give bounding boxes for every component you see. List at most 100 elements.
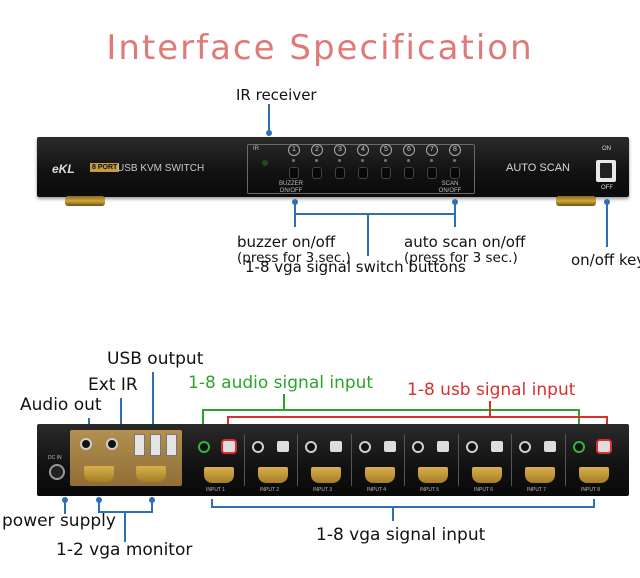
switch-leader — [367, 214, 369, 256]
vga-monitor-label: 1-2 vga monitor — [56, 540, 193, 560]
audio-input-jack-6 — [466, 441, 478, 453]
buzzer-label-line2: (press for 3 sec.) — [237, 250, 351, 266]
usb-bracket — [227, 416, 608, 418]
input-tag-4: INPUT 4 — [367, 487, 387, 493]
usb-stem — [489, 401, 491, 417]
input-separator-4 — [404, 434, 405, 486]
switch-button-number-3: 3 — [334, 144, 346, 156]
usb-output-port-2 — [150, 434, 161, 456]
switch-button-5[interactable] — [381, 167, 391, 179]
audio-out-jack — [80, 438, 92, 450]
vga-input-label: 1-8 vga signal input — [316, 525, 486, 545]
scan-tag: SCAN ON/OFF — [438, 181, 462, 194]
usb-input-port-4 — [384, 441, 396, 452]
dc-jack — [49, 464, 65, 480]
port-badge: 8 PORT — [90, 163, 120, 172]
switch-led-8 — [453, 159, 456, 162]
input-separator-7 — [565, 434, 566, 486]
ir-sensor — [262, 160, 268, 166]
usb-input-port-8 — [598, 441, 610, 452]
switch-button-2[interactable] — [312, 167, 322, 179]
usb-input-port-7 — [544, 441, 556, 452]
switch-led-7 — [430, 159, 433, 162]
autoscan-label-line2: (press for 3 sec.) — [404, 250, 518, 266]
vga-input-port-8 — [579, 467, 609, 483]
brand-logo: eKL — [52, 162, 75, 176]
vga-in-bracket — [211, 506, 595, 508]
switch-button-3[interactable] — [335, 167, 345, 179]
switch-button-8[interactable] — [450, 167, 460, 179]
ir-leader-line — [268, 104, 270, 134]
usb-input-port-1 — [223, 441, 235, 452]
input-tag-2: INPUT 2 — [260, 487, 280, 493]
input-separator-3 — [351, 434, 352, 486]
scan-dot — [452, 199, 458, 205]
audio-input-label: 1-8 audio signal input — [188, 373, 374, 393]
switch-button-1[interactable] — [289, 167, 299, 179]
input-separator-2 — [297, 434, 298, 486]
vga-in-right — [593, 499, 595, 507]
ext-ir-leader — [120, 398, 122, 428]
audio-bracket — [202, 409, 580, 411]
vga-input-port-1 — [204, 467, 234, 483]
input-tag-5: INPUT 5 — [420, 487, 440, 493]
usb-input-label: 1-8 usb signal input — [407, 380, 576, 400]
vga-input-port-2 — [258, 467, 288, 483]
switch-led-2 — [315, 159, 318, 162]
audio-input-jack-4 — [359, 441, 371, 453]
switch-led-1 — [292, 159, 295, 162]
vga-monitor-port-2 — [136, 466, 166, 482]
vga-input-port-4 — [365, 467, 395, 483]
switch-button-number-8: 8 — [449, 144, 461, 156]
buzzer-dot — [292, 199, 298, 205]
onoff-leader — [606, 203, 608, 247]
switch-button-4[interactable] — [358, 167, 368, 179]
usb-output-leader — [152, 372, 154, 428]
auto-scan-label: AUTO SCAN — [506, 162, 570, 174]
audio-input-jack-5 — [412, 441, 424, 453]
scan-leader — [454, 203, 456, 227]
audio-input-jack-3 — [305, 441, 317, 453]
power-leader — [64, 500, 66, 514]
switch-on-tag: ON — [602, 146, 611, 152]
onoff-key-label: on/off key — [571, 251, 640, 269]
buzzer-label-line1: buzzer on/off — [237, 233, 336, 251]
usb-input-port-5 — [437, 441, 449, 452]
switch-button-number-6: 6 — [403, 144, 415, 156]
audio-bracket-left — [202, 409, 204, 437]
ext-ir-jack — [106, 438, 118, 450]
vga-monitor-port-1 — [84, 466, 114, 482]
switch-button-number-4: 4 — [357, 144, 369, 156]
audio-bracket-right — [578, 409, 580, 437]
audio-input-jack-2 — [252, 441, 264, 453]
audio-input-jack-8 — [573, 441, 585, 453]
ir-tag: IR — [253, 146, 259, 152]
vga-input-port-7 — [525, 467, 555, 483]
model-name: USB KVM SWITCH — [117, 163, 205, 174]
vga-mon-leader-1 — [98, 500, 100, 512]
switch-led-5 — [384, 159, 387, 162]
kvm-front-panel — [37, 137, 629, 197]
switch-button-number-1: 1 — [288, 144, 300, 156]
front-foot-right — [556, 196, 596, 206]
input-tag-3: INPUT 3 — [313, 487, 333, 493]
switch-button-number-5: 5 — [380, 144, 392, 156]
usb-input-port-6 — [491, 441, 503, 452]
input-separator-5 — [458, 434, 459, 486]
audio-out-label: Audio out — [20, 395, 102, 415]
switch-button-number-2: 2 — [311, 144, 323, 156]
buzzer-tag: BUZZER ON/OFF — [279, 181, 303, 194]
ext-ir-label: Ext IR — [88, 375, 138, 395]
switch-button-6[interactable] — [404, 167, 414, 179]
usb-output-port-3 — [166, 434, 177, 456]
input-tag-6: INPUT 6 — [474, 487, 494, 493]
audio-input-jack-7 — [519, 441, 531, 453]
switch-led-3 — [338, 159, 341, 162]
autoscan-label-line1: auto scan on/off — [404, 233, 526, 251]
vga-in-left — [211, 499, 213, 507]
switch-button-7[interactable] — [427, 167, 437, 179]
switch-off-tag: OFF — [601, 185, 613, 191]
input-tag-7: INPUT 7 — [527, 487, 547, 493]
switch-button-number-7: 7 — [426, 144, 438, 156]
input-separator-1 — [244, 434, 245, 486]
